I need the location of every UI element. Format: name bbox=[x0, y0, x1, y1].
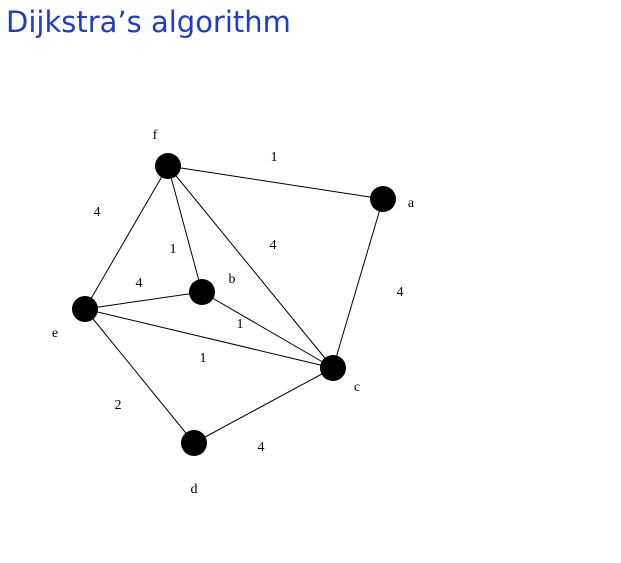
edge-weight-b-c: 1 bbox=[237, 317, 244, 332]
node-label-f: f bbox=[153, 128, 158, 143]
edge-weight-f-e: 4 bbox=[94, 205, 101, 220]
node-label-a: a bbox=[408, 196, 415, 211]
node-label-d: d bbox=[191, 482, 198, 497]
edge-weight-e-b: 4 bbox=[136, 276, 143, 291]
node-label-b: b bbox=[229, 272, 236, 287]
edge-weight-a-c: 4 bbox=[397, 285, 404, 300]
edge-a-c bbox=[332, 198, 384, 369]
node-f bbox=[155, 153, 181, 179]
edge-weight-d-c: 4 bbox=[258, 440, 265, 455]
edge-b-c bbox=[201, 291, 334, 369]
node-label-e: e bbox=[52, 326, 58, 341]
edge-weight-e-d: 2 bbox=[115, 398, 122, 413]
edge-f-e bbox=[84, 165, 169, 310]
node-d bbox=[181, 430, 207, 456]
edge-f-c bbox=[167, 165, 334, 369]
edge-e-d bbox=[84, 308, 195, 444]
edge-f-a bbox=[167, 165, 384, 200]
slide-title: Dijkstra’s algorithm bbox=[6, 5, 291, 39]
node-c bbox=[320, 355, 346, 381]
edge-f-b bbox=[167, 165, 203, 293]
node-e bbox=[72, 296, 98, 322]
edge-weight-f-a: 1 bbox=[271, 150, 278, 165]
edge-weight-f-b: 1 bbox=[170, 242, 177, 257]
edge-e-b bbox=[84, 291, 203, 310]
edge-e-c bbox=[84, 308, 334, 369]
edge-d-c bbox=[193, 367, 334, 444]
node-a bbox=[370, 186, 396, 212]
node-labels-layer: f a b e c d bbox=[52, 128, 415, 497]
node-label-c: c bbox=[354, 380, 360, 395]
edge-weights-layer: 1 4 1 4 4 4 1 1 2 4 bbox=[94, 150, 404, 455]
edge-weight-f-c: 4 bbox=[270, 238, 277, 253]
node-b bbox=[189, 279, 215, 305]
edge-weight-e-c: 1 bbox=[200, 351, 207, 366]
nodes-layer bbox=[72, 153, 396, 456]
edges-layer bbox=[84, 165, 384, 444]
